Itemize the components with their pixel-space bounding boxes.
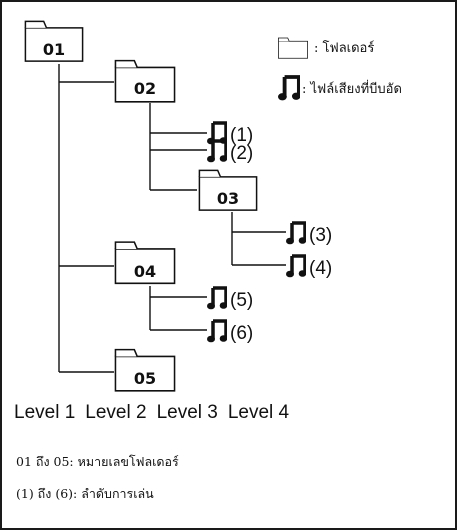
folder-03: 03 xyxy=(198,169,258,211)
track-2: (2) xyxy=(207,139,253,164)
track-label: (4) xyxy=(309,258,332,279)
folder-label: 04 xyxy=(134,262,156,281)
notes: 01 ถึง 05: หมายเลขโฟลเดอร์ (1) ถึง (6): … xyxy=(16,446,179,510)
level-4-label: Level 4 xyxy=(227,402,290,423)
tree-connectors xyxy=(58,64,286,373)
track-label: (3) xyxy=(309,225,332,246)
music-note-icon xyxy=(286,221,306,245)
legend-music-note-icon xyxy=(278,77,300,100)
note-folder-numbers: 01 ถึง 05: หมายเลขโฟลเดอร์ xyxy=(16,454,179,469)
legend: : โฟลเดอร์ : ไฟล์เสียงที่บีบอัด xyxy=(277,37,402,100)
folder-04: 04 xyxy=(114,241,176,285)
music-note-icon xyxy=(286,254,306,278)
legend-track-text: : ไฟล์เสียงที่บีบอัด xyxy=(302,80,402,97)
level-labels: Level 1 Level 2 Level 3 Level 4 xyxy=(14,402,289,424)
note-playback-order: (1) ถึง (6): ลำดับการเล่น xyxy=(16,486,154,501)
folder-02: 02 xyxy=(114,59,176,103)
track-6: (6) xyxy=(207,319,253,344)
folder-01: 01 xyxy=(24,20,84,62)
music-note-icon xyxy=(207,319,227,343)
level-1-label: Level 1 xyxy=(14,402,76,423)
folder-label: 05 xyxy=(134,369,156,388)
track-1: (1) xyxy=(207,121,253,146)
track-label: (1) xyxy=(230,125,253,146)
folder-label: 03 xyxy=(217,189,239,208)
track-4: (4) xyxy=(286,254,332,279)
legend-folder-text: : โฟลเดอร์ xyxy=(314,40,374,56)
level-2-label: Level 2 xyxy=(85,402,147,423)
track-label: (5) xyxy=(230,290,253,311)
folder-05: 05 xyxy=(114,348,176,392)
folder-label: 02 xyxy=(134,79,156,98)
music-note-icon xyxy=(207,286,227,310)
folder-label: 01 xyxy=(43,40,65,59)
legend-folder-icon xyxy=(277,37,309,59)
track-5: (5) xyxy=(207,286,253,311)
folder-tree: 01 02 03 04 05 (1) (2) (3) xyxy=(24,20,402,392)
track-3: (3) xyxy=(286,221,332,246)
track-label: (2) xyxy=(230,143,253,164)
track-label: (6) xyxy=(230,323,253,344)
level-3-label: Level 3 xyxy=(156,402,218,423)
